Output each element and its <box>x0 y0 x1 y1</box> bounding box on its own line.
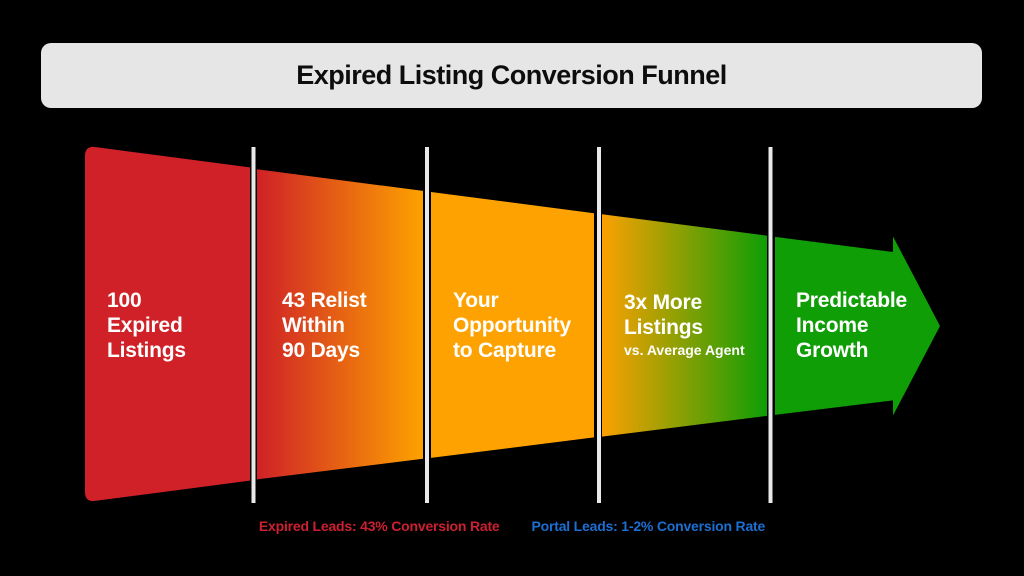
label-line: 90 Days <box>282 339 360 362</box>
label-subline: vs. Average Agent <box>624 342 745 358</box>
funnel-stage-more-listings-shape <box>602 214 767 437</box>
funnel-stage-income-growth-label: Predictable Income Growth <box>796 288 907 363</box>
funnel-stage-relist-90-days-shape <box>257 169 423 480</box>
label-line: 43 Relist <box>282 289 367 312</box>
funnel-stage-expired-listings-label: 100 Expired Listings <box>107 288 186 363</box>
funnel-stage-expired-listings-shape <box>85 146 250 502</box>
label-line: 100 <box>107 289 142 312</box>
page-title: Expired Listing Conversion Funnel <box>296 60 727 90</box>
label-line: Predictable <box>796 289 908 312</box>
legend-expired-leads: Expired Leads: 43% Conversion Rate <box>258 518 500 534</box>
label-line: Listings <box>624 316 703 339</box>
funnel-stage-income-growth-arrow-shape <box>775 236 940 416</box>
label-line: Listings <box>107 339 186 362</box>
label-line: Your <box>453 289 499 312</box>
label-line: Growth <box>796 339 869 362</box>
label-line: Within <box>282 314 345 337</box>
divider-line-2 <box>425 147 429 503</box>
legend: Expired Leads: 43% Conversion Rate Porta… <box>0 518 1024 534</box>
legend-portal-leads: Portal Leads: 1-2% Conversion Rate <box>531 518 766 534</box>
divider-line-4 <box>768 147 773 503</box>
label-line: 3x More <box>624 291 702 314</box>
title-bar: Expired Listing Conversion Funnel <box>41 43 982 108</box>
funnel-stage-opportunity-label: Your Opportunity to Capture <box>453 288 571 363</box>
divider-line-3 <box>597 147 601 503</box>
funnel-stage-more-listings-label: 3x More Listings vs. Average Agent <box>624 290 745 359</box>
funnel-stage-relist-90-days-label: 43 Relist Within 90 Days <box>282 288 367 363</box>
funnel-stage-opportunity-shape <box>431 192 594 458</box>
label-line: Opportunity <box>453 314 571 337</box>
divider-line-1 <box>251 147 256 503</box>
label-line: Income <box>796 314 869 337</box>
label-line: to Capture <box>453 339 557 362</box>
label-line: Expired <box>107 314 183 337</box>
